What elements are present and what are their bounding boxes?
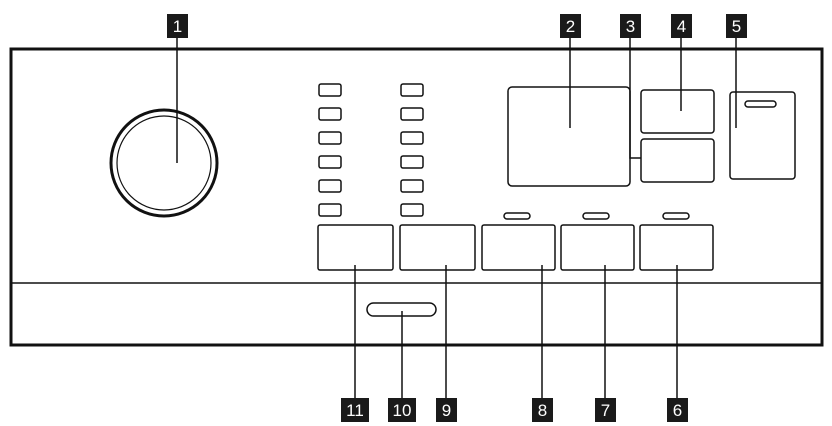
indicator-light bbox=[400, 131, 424, 145]
indicator-light bbox=[318, 203, 342, 217]
callout-5: 5 bbox=[726, 14, 747, 38]
leader-lines bbox=[176, 37, 737, 398]
button-indicator-light bbox=[503, 212, 531, 220]
svg-text:11: 11 bbox=[346, 401, 364, 420]
svg-text:1: 1 bbox=[173, 17, 182, 36]
svg-text:7: 7 bbox=[601, 401, 610, 420]
indicator-column-2 bbox=[400, 83, 424, 217]
indicator-light bbox=[400, 107, 424, 121]
display-small-upper bbox=[640, 89, 715, 134]
callout-4: 4 bbox=[671, 14, 692, 38]
callout-2: 2 bbox=[560, 14, 581, 38]
button-8[interactable] bbox=[481, 224, 556, 271]
indicator-light bbox=[318, 155, 342, 169]
callout-8: 8 bbox=[532, 398, 553, 422]
button-9[interactable] bbox=[399, 224, 476, 271]
svg-text:2: 2 bbox=[566, 17, 575, 36]
callout-1: 1 bbox=[167, 14, 188, 38]
indicator-light bbox=[400, 179, 424, 193]
svg-text:6: 6 bbox=[673, 401, 682, 420]
indicator-light bbox=[400, 155, 424, 169]
callout-7: 7 bbox=[595, 398, 616, 422]
on-off-button[interactable] bbox=[729, 91, 796, 180]
indicator-light bbox=[400, 203, 424, 217]
button-11[interactable] bbox=[317, 224, 394, 271]
button-indicator-light bbox=[662, 212, 690, 220]
button-7[interactable] bbox=[560, 224, 635, 271]
callout-9: 9 bbox=[436, 398, 457, 422]
program-selector-knob[interactable] bbox=[109, 108, 219, 218]
display-large bbox=[507, 86, 631, 187]
indicator-light bbox=[318, 107, 342, 121]
svg-text:3: 3 bbox=[626, 17, 635, 36]
callout-10: 10 bbox=[388, 398, 416, 422]
svg-text:5: 5 bbox=[732, 17, 741, 36]
svg-text:4: 4 bbox=[677, 17, 686, 36]
button-indicator-light bbox=[582, 212, 610, 220]
display-small-lower bbox=[640, 138, 715, 183]
indicator-light bbox=[400, 83, 424, 97]
indicator-light bbox=[318, 131, 342, 145]
indicator-light bbox=[318, 83, 342, 97]
svg-text:8: 8 bbox=[538, 401, 547, 420]
indicator-light bbox=[318, 179, 342, 193]
callout-3: 3 bbox=[620, 14, 641, 38]
on-off-indicator-light bbox=[744, 100, 777, 108]
callout-11: 11 bbox=[341, 398, 369, 422]
indicator-column-1 bbox=[318, 83, 342, 217]
callout-6: 6 bbox=[667, 398, 688, 422]
svg-text:10: 10 bbox=[393, 401, 412, 420]
svg-text:9: 9 bbox=[442, 401, 451, 420]
button-6[interactable] bbox=[639, 224, 714, 271]
